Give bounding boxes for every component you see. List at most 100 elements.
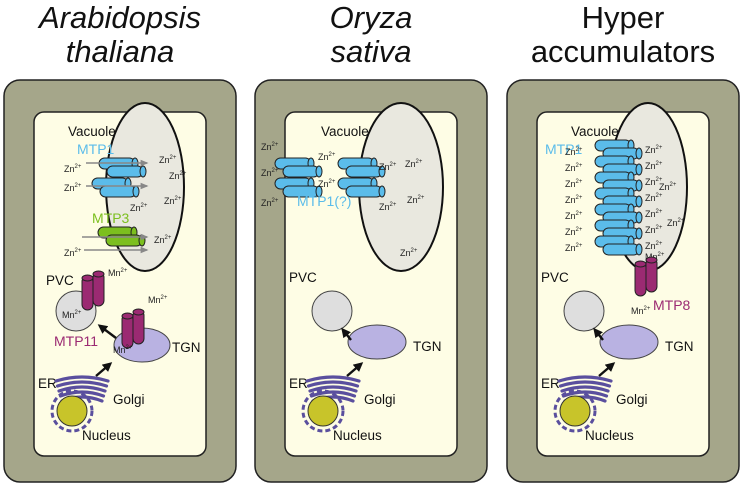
ion-charge: 2+: [272, 168, 279, 174]
ion-symbol: Zn: [154, 235, 165, 245]
transporter-cap: [92, 270, 105, 278]
transporter-cap: [635, 243, 643, 256]
panel-title-line2: accumulators: [531, 34, 715, 69]
zn-ion-label: Zn2+: [659, 182, 677, 192]
tgn-label: TGN: [665, 339, 694, 354]
ion-symbol: Zn: [645, 177, 656, 187]
ion-charge: 2+: [411, 248, 418, 254]
ion-charge: 2+: [75, 248, 82, 254]
golgi-stack: [557, 375, 613, 403]
nucleus-body: [559, 395, 591, 427]
ion-charge: 2+: [644, 306, 651, 312]
ion-symbol: Zn: [64, 164, 75, 174]
ion-symbol: Zn: [318, 179, 329, 189]
zn-ion-label: Zn2+: [64, 164, 82, 174]
mn-ion-label: Mn2+: [108, 268, 128, 278]
tgn-label: TGN: [172, 340, 201, 355]
ion-charge: 2+: [180, 171, 187, 177]
trafficking-arrow: [97, 324, 117, 339]
mtp11-label: MTP11: [54, 333, 98, 349]
trafficking-arrow: [593, 327, 604, 341]
ion-charge: 2+: [75, 183, 82, 189]
ion-charge: 2+: [170, 155, 177, 161]
golgi-cisterna: [58, 390, 106, 398]
golgi-cisterna: [558, 380, 612, 388]
ion-symbol: Zn: [565, 163, 576, 173]
zn-ion-label: Zn2+: [565, 243, 583, 253]
ion-symbol: Zn: [261, 198, 272, 208]
mtp1-label: MTP1(?): [297, 193, 351, 209]
vacuole-label: Vacuole: [571, 124, 619, 139]
zn-ion-label: Zn2+: [565, 179, 583, 189]
transporter-cap: [315, 165, 323, 178]
transporter-cap: [121, 312, 134, 320]
panel-2: OryzasativaVacuolePVCTGNERGolgiNucleusZn…: [254, 0, 488, 483]
panel-title-line1: Oryza: [330, 0, 413, 35]
ion-charge: 2+: [656, 225, 663, 231]
pvc-compartment: [563, 290, 605, 332]
zn-ion-label: Zn2+: [645, 241, 663, 251]
mtp1-transporter: [594, 235, 643, 256]
tgn-compartment: [347, 324, 407, 360]
ion-charge: 2+: [656, 241, 663, 247]
transporter-cap: [635, 179, 643, 192]
ion-charge: 2+: [656, 209, 663, 215]
golgi-cisterna: [54, 375, 110, 383]
ion-charge: 2+: [75, 164, 82, 170]
panel-title-line2: thaliana: [66, 34, 175, 69]
zn-ion-label: Zn2+: [261, 142, 279, 152]
ion-symbol: Zn: [318, 152, 329, 162]
golgi-cisterna: [55, 380, 109, 388]
transporter-cap: [635, 163, 643, 176]
tgn-label: TGN: [413, 339, 442, 354]
ion-symbol: Zn: [379, 162, 390, 172]
er-membrane: [301, 389, 345, 433]
nucleus-label: Nucleus: [82, 428, 131, 443]
mtp3-label: MTP3: [92, 210, 130, 226]
ion-charge: 2+: [656, 193, 663, 199]
ion-symbol: Zn: [645, 161, 656, 171]
ion-symbol: Mn: [631, 306, 644, 316]
panel-1: ArabidopsisthalianaVacuolePVCTGNERGolgiN…: [3, 0, 237, 483]
pvc-label: PVC: [289, 270, 317, 285]
transporter-cap: [635, 211, 643, 224]
mn-ion-label: Mn2+: [631, 306, 651, 316]
ion-symbol: Zn: [565, 243, 576, 253]
tgn-compartment: [599, 324, 659, 360]
ion-symbol: Zn: [130, 203, 141, 213]
ion-symbol: Zn: [64, 248, 75, 258]
panel-title-line1: Arabidopsis: [37, 0, 201, 35]
ion-charge: 2+: [161, 295, 168, 301]
ion-charge: 2+: [329, 179, 336, 185]
ion-charge: 2+: [165, 235, 172, 241]
zn-ion-label: Zn2+: [379, 202, 397, 212]
ion-charge: 2+: [390, 162, 397, 168]
golgi-stack: [54, 375, 110, 403]
ion-symbol: Zn: [565, 211, 576, 221]
golgi-label: Golgi: [616, 392, 648, 407]
zn-ion-label: Zn2+: [407, 195, 425, 205]
ion-charge: 2+: [670, 182, 677, 188]
vacuole-label: Vacuole: [321, 124, 369, 139]
ion-symbol: Zn: [159, 155, 170, 165]
ion-charge: 2+: [126, 345, 133, 351]
transporter-cap: [635, 227, 643, 240]
trafficking-arrow: [341, 327, 352, 341]
zn-ion-label: Zn2+: [261, 168, 279, 178]
transporter-cap: [635, 147, 643, 160]
mn-ion-label: Mn2+: [148, 295, 168, 305]
golgi-cisterna: [309, 390, 357, 398]
ion-symbol: Zn: [379, 202, 390, 212]
ion-charge: 2+: [141, 203, 148, 209]
er-label: ER: [541, 376, 560, 391]
transporter-cap: [315, 185, 323, 198]
golgi-cisterna: [57, 385, 107, 393]
transporter-cap: [378, 185, 386, 198]
zn-ion-label: Zn2+: [400, 248, 418, 258]
ion-symbol: Mn: [113, 345, 126, 355]
ion-symbol: Zn: [565, 195, 576, 205]
mtp1-label: MTP1: [545, 141, 583, 157]
